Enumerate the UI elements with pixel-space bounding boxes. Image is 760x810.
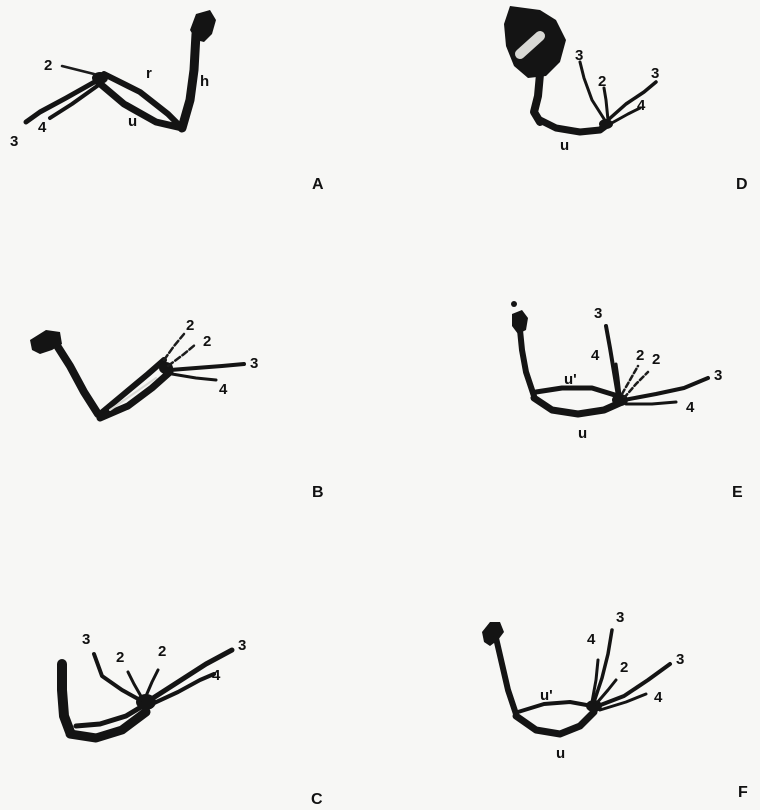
panel-f-humerus bbox=[496, 638, 516, 714]
panel-f-label-ulna: u bbox=[556, 745, 565, 762]
panel-c-label-d4: 4 bbox=[212, 667, 221, 684]
panel-c-humerus bbox=[62, 664, 70, 732]
panel-f-label-d3b: 3 bbox=[676, 651, 684, 668]
panel-d-title: D bbox=[736, 176, 748, 193]
panel-b-digit-2a bbox=[164, 334, 184, 360]
panel-b-digit-4 bbox=[172, 374, 216, 380]
panel-b-digit-3 bbox=[170, 364, 244, 370]
panel-d: 3 2 3 4 u D bbox=[504, 6, 748, 193]
panel-e: 3 4 2 2 3 4 u' u E bbox=[511, 301, 743, 501]
panel-f-humerus-head bbox=[482, 622, 504, 646]
panel-a-label-radius: r bbox=[146, 65, 152, 82]
panel-b-humerus bbox=[56, 344, 98, 414]
panel-f-label-d4b: 4 bbox=[654, 689, 663, 706]
panel-d-humerus bbox=[534, 74, 540, 122]
panel-d-ulna bbox=[540, 120, 608, 132]
panel-e-humerus-tip bbox=[511, 301, 517, 307]
panel-a-digit-2 bbox=[62, 66, 94, 74]
panel-c-digit-2b bbox=[146, 670, 158, 696]
panel-e-digit-4b bbox=[626, 402, 676, 404]
panel-f-label-d2: 2 bbox=[620, 659, 628, 676]
panel-e-label-ulna-prime: u' bbox=[564, 371, 577, 388]
panel-a-label-d3: 3 bbox=[10, 133, 18, 150]
panel-c-label-d2a: 2 bbox=[116, 649, 124, 666]
panel-e-label-d2a: 2 bbox=[636, 347, 644, 364]
panel-f-title: F bbox=[738, 784, 748, 801]
panel-d-wrist bbox=[599, 119, 613, 129]
panel-a-label-d2: 2 bbox=[44, 57, 52, 74]
panel-e-ulna-prime bbox=[536, 388, 618, 396]
panel-e-label-d2b: 2 bbox=[652, 351, 660, 368]
panel-e-label-d4a: 4 bbox=[591, 347, 600, 364]
panel-d-digit-3a bbox=[580, 62, 606, 122]
panel-d-label-d4: 4 bbox=[637, 97, 646, 114]
panel-b-title: B bbox=[312, 484, 324, 501]
panel-e-title: E bbox=[732, 484, 743, 501]
panel-a-label-humerus: h bbox=[200, 73, 209, 90]
panel-f-label-ulna-prime: u' bbox=[540, 687, 553, 704]
panel-f-ulna-prime bbox=[518, 702, 592, 712]
panel-c-label-d3b: 3 bbox=[238, 637, 246, 654]
panel-a-humerus bbox=[182, 34, 196, 128]
panel-d-label-ulna: u bbox=[560, 137, 569, 154]
panel-b-label-d2b: 2 bbox=[203, 333, 211, 350]
panel-f-ulna bbox=[516, 712, 594, 734]
panel-c-label-d3a: 3 bbox=[82, 631, 90, 648]
panel-e-label-d4b: 4 bbox=[686, 399, 695, 416]
panel-e-ulna bbox=[534, 398, 622, 414]
panel-e-label-d3a: 3 bbox=[594, 305, 602, 322]
panel-f-label-d4a: 4 bbox=[587, 631, 596, 648]
panel-b-label-d4: 4 bbox=[219, 381, 228, 398]
panel-f: 4 3 2 3 4 u' u F bbox=[482, 609, 748, 801]
panel-a-title: A bbox=[312, 176, 324, 193]
panel-b-ulna bbox=[100, 372, 170, 418]
panel-d-label-d3a: 3 bbox=[575, 47, 583, 64]
panel-a: 2 3 4 r h u A bbox=[10, 10, 324, 193]
panel-c: 3 2 2 3 4 C bbox=[62, 631, 323, 808]
panel-e-digit-3a bbox=[606, 326, 618, 396]
panel-f-label-d3a: 3 bbox=[616, 609, 624, 626]
panel-a-digit-3 bbox=[26, 80, 98, 122]
panel-e-humerus bbox=[520, 330, 534, 396]
panel-d-label-d2: 2 bbox=[598, 73, 606, 90]
panel-d-label-d3b: 3 bbox=[651, 65, 659, 82]
panel-b-label-d2a: 2 bbox=[186, 317, 194, 334]
panel-e-label-d3b: 3 bbox=[714, 367, 722, 384]
panel-b: 2 2 3 4 B bbox=[30, 317, 324, 501]
panel-a-label-ulna: u bbox=[128, 113, 137, 130]
panel-d-digit-3b bbox=[608, 82, 656, 120]
panel-b-label-d3: 3 bbox=[250, 355, 258, 372]
panel-e-label-ulna: u bbox=[578, 425, 587, 442]
panel-c-label-d2b: 2 bbox=[158, 643, 166, 660]
panel-c-title: C bbox=[311, 791, 323, 808]
panel-a-label-d4: 4 bbox=[38, 119, 47, 136]
panel-e-digit-3b bbox=[624, 378, 708, 400]
panel-d-digit-2 bbox=[604, 88, 608, 120]
